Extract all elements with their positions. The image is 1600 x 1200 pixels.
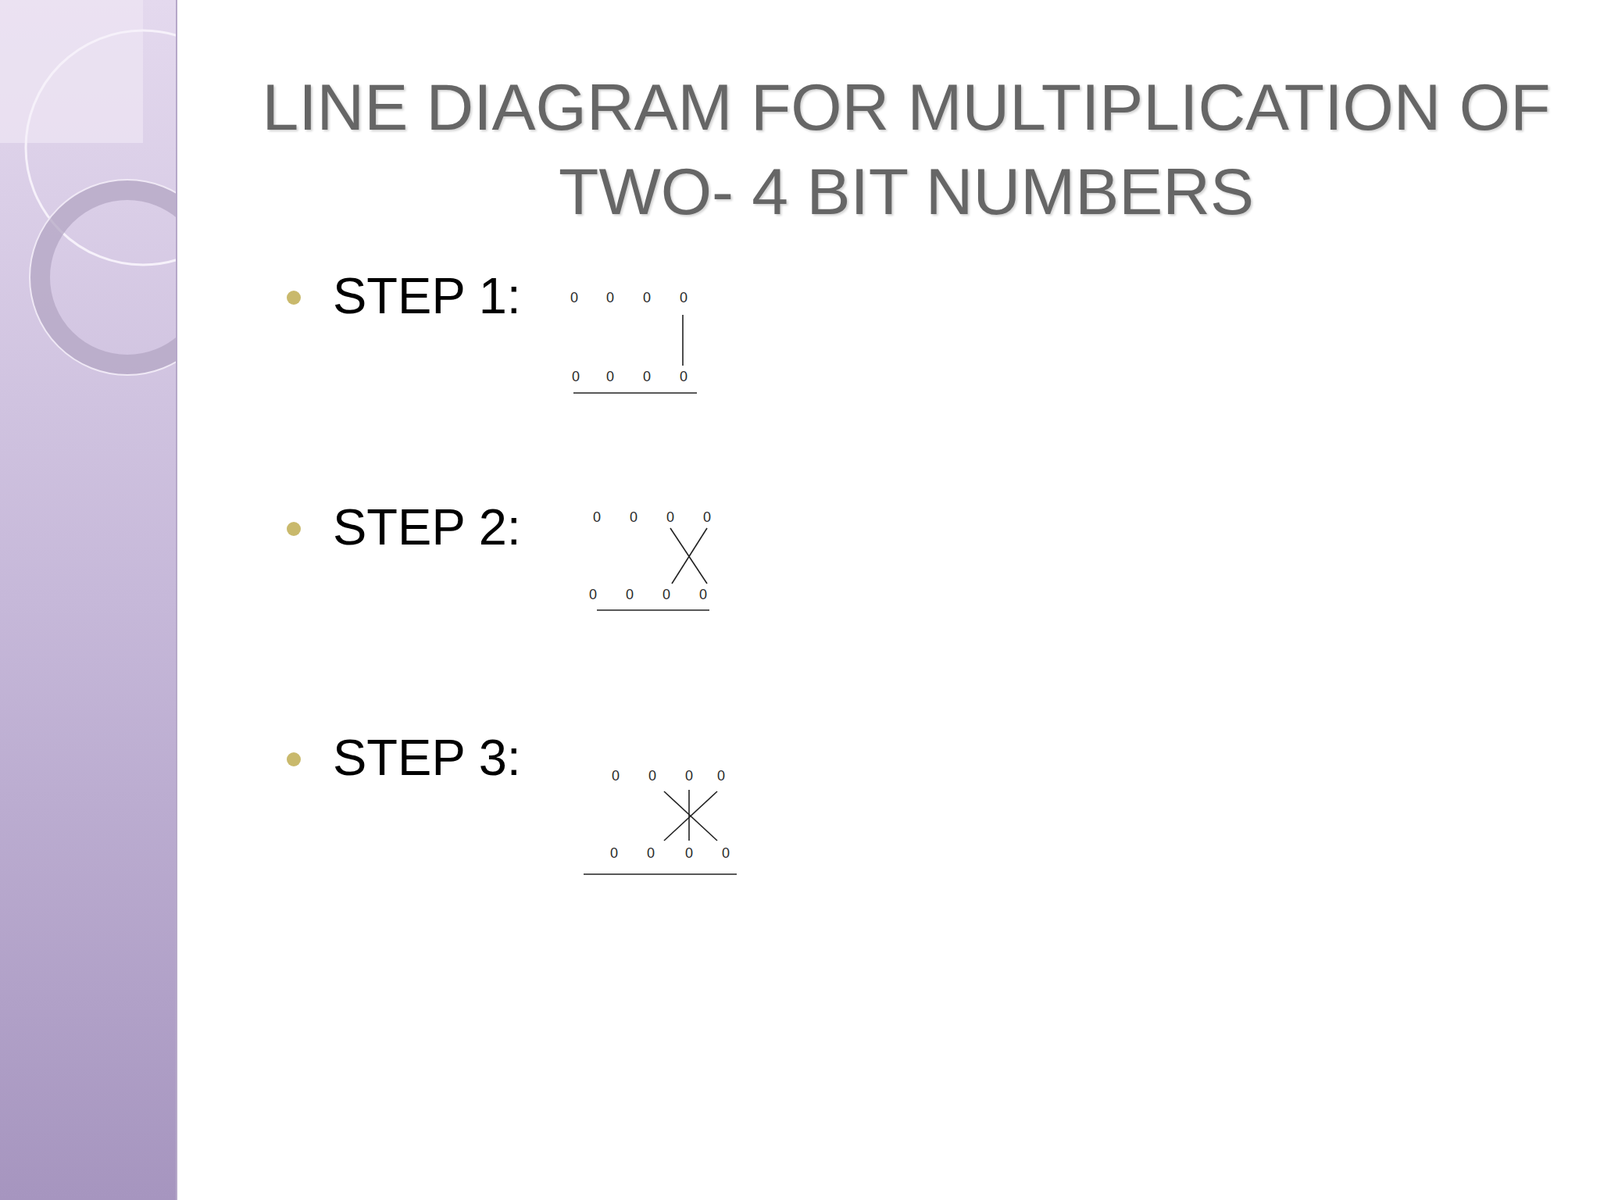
bullet bbox=[286, 290, 301, 305]
bit-digit: 0 bbox=[699, 587, 708, 602]
cross-line bbox=[664, 791, 718, 841]
bit-digit: 0 bbox=[666, 510, 675, 525]
bit-digit: 0 bbox=[625, 587, 634, 602]
bit-digit: 0 bbox=[606, 290, 615, 305]
bullet bbox=[286, 752, 301, 767]
bullet bbox=[286, 521, 301, 536]
slide-title: LINE DIAGRAM FOR MULTIPLICATION OF TWO- … bbox=[261, 64, 1551, 234]
bit-digit: 0 bbox=[570, 290, 579, 305]
cross-line bbox=[671, 528, 708, 584]
result-underline bbox=[573, 392, 697, 394]
step-label: STEP 1: bbox=[332, 265, 522, 327]
bit-digit: 0 bbox=[571, 369, 580, 384]
bit-digit: 0 bbox=[685, 768, 693, 783]
vertical-line bbox=[682, 314, 684, 366]
step-label: STEP 3: bbox=[332, 727, 522, 789]
bit-digit: 0 bbox=[679, 369, 688, 384]
bit-digit: 0 bbox=[592, 510, 601, 525]
bit-digit: 0 bbox=[629, 510, 638, 525]
corner-square bbox=[0, 0, 143, 143]
side-band bbox=[0, 0, 178, 1200]
bit-digit: 0 bbox=[679, 290, 688, 305]
cross-line bbox=[670, 528, 708, 584]
band-edge bbox=[175, 0, 178, 1200]
bit-digit: 0 bbox=[717, 768, 725, 783]
bit-digit: 0 bbox=[606, 369, 615, 384]
bit-digit: 0 bbox=[642, 369, 651, 384]
bit-digit: 0 bbox=[589, 587, 597, 602]
bit-digit: 0 bbox=[611, 768, 620, 783]
cross-line bbox=[664, 791, 718, 841]
bit-digit: 0 bbox=[648, 768, 657, 783]
bit-digit: 0 bbox=[646, 846, 655, 861]
bit-digit: 0 bbox=[685, 846, 693, 861]
step-label: STEP 2: bbox=[332, 496, 522, 558]
bit-digit: 0 bbox=[642, 290, 651, 305]
result-underline bbox=[583, 873, 737, 875]
bit-digit: 0 bbox=[610, 846, 618, 861]
bit-digit: 0 bbox=[662, 587, 671, 602]
deco-ring bbox=[39, 189, 178, 365]
deco-ring bbox=[29, 179, 178, 375]
bit-digit: 0 bbox=[703, 510, 711, 525]
result-underline bbox=[596, 609, 710, 611]
bit-digit: 0 bbox=[721, 846, 730, 861]
